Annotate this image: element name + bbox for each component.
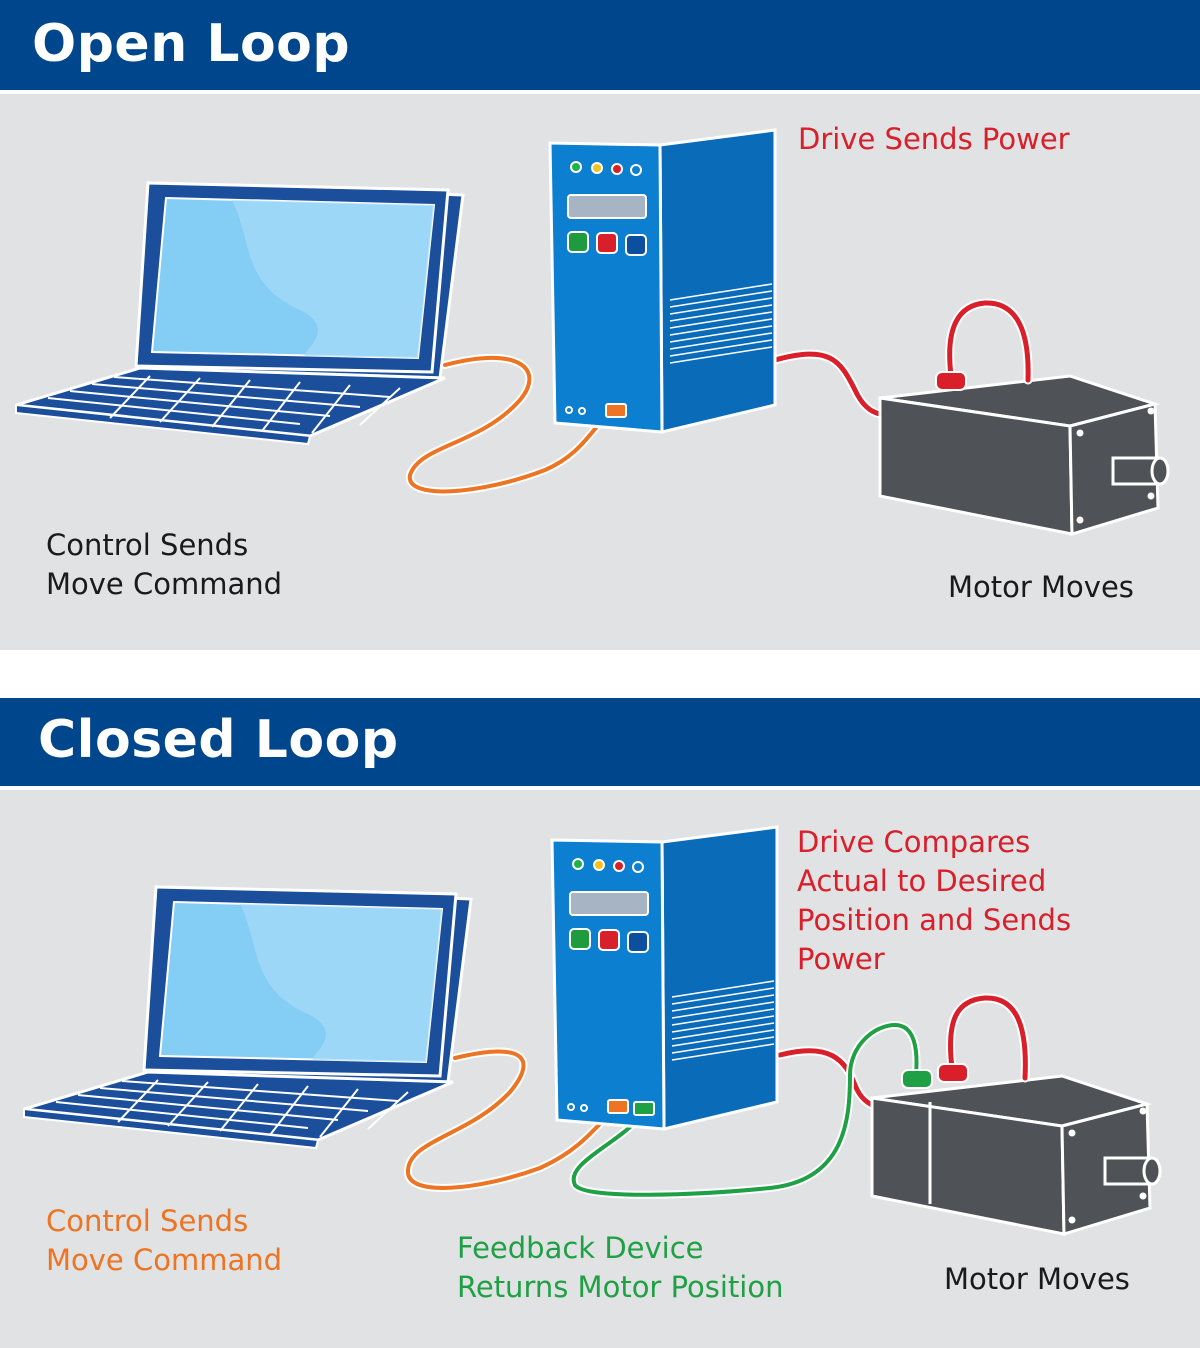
drive-label-closed-line2: Actual to Desired bbox=[797, 864, 1047, 898]
control-label-open-line1: Control Sends bbox=[46, 528, 249, 562]
feedback-label-line1: Feedback Device bbox=[457, 1231, 704, 1265]
feedback-label-line2: Returns Motor Position bbox=[457, 1270, 784, 1304]
motor-label-open: Motor Moves bbox=[948, 570, 1134, 604]
drive-label-closed-line4: Power bbox=[797, 942, 885, 976]
control-label-open-line2: Move Command bbox=[46, 567, 283, 601]
motor-icon bbox=[870, 1074, 1162, 1236]
control-label-closed-line2: Move Command bbox=[46, 1243, 283, 1277]
laptop-icon bbox=[22, 885, 473, 1150]
drive-icon bbox=[548, 128, 777, 434]
closed-loop-banner bbox=[0, 698, 1200, 786]
closed-loop-title: Closed Loop bbox=[38, 710, 399, 770]
open-loop-scene bbox=[14, 128, 1170, 536]
motor-loop-cable-open bbox=[947, 300, 1031, 383]
command-cable-open bbox=[407, 355, 612, 494]
open-loop-banner bbox=[0, 0, 1200, 90]
power-cable-open bbox=[772, 351, 883, 417]
motor-loop-cable-closed bbox=[948, 995, 1028, 1081]
laptop-icon bbox=[14, 181, 465, 446]
feedback-cable-closed bbox=[571, 1022, 919, 1197]
drive-label-closed-line3: Position and Sends bbox=[797, 903, 1072, 937]
drive-label-closed-line1: Drive Compares bbox=[797, 825, 1031, 859]
control-label-closed-line1: Control Sends bbox=[46, 1204, 249, 1238]
open-loop-title: Open Loop bbox=[32, 14, 351, 74]
motor-label-closed: Motor Moves bbox=[944, 1262, 1130, 1296]
command-cable-closed bbox=[406, 1049, 617, 1190]
drive-label-open: Drive Sends Power bbox=[798, 122, 1070, 156]
closed-loop-scene bbox=[22, 825, 1162, 1236]
motor-icon bbox=[878, 374, 1170, 536]
drive-icon bbox=[550, 825, 779, 1131]
